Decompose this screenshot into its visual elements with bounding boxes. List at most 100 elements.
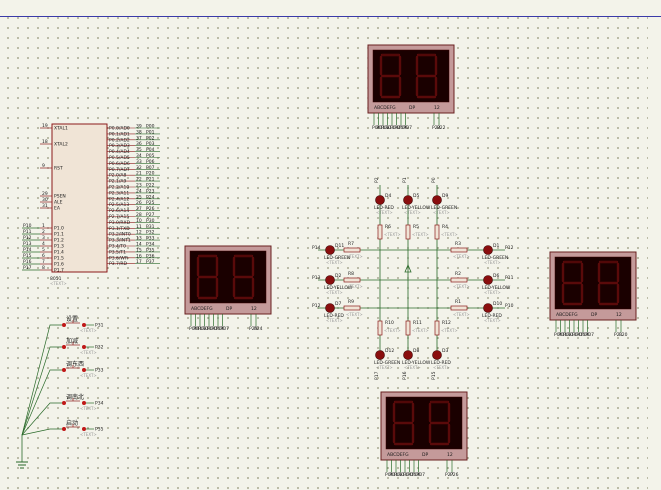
resistor-ref: R3 [455,241,461,247]
resistor[interactable]: R10<TEXT> [377,320,401,336]
mcu-left-pin-number: 8 [42,265,45,271]
mcu-left-pin-name: P1.1 [54,232,64,238]
mcu-right-net-label: P22 [146,183,155,189]
led-net-label: P0 [431,177,437,183]
mcu-right-pin-name: P3.0/RXD [109,220,131,226]
led-text-placeholder: <TEXT> [326,290,343,295]
mcu-right-pin-name: P2.1/A9 [109,179,126,185]
push-button[interactable]: 调东西<TEXT>P33 [21,360,104,436]
led-net-label: P17 [374,371,380,380]
display-pin-net-label: P05 [577,332,586,338]
display-dp-label: DP [422,452,428,458]
resistor-network[interactable]: R6<TEXT>R5<TEXT>R4<TEXT>R7<TEXT>R8<TEXT>… [343,224,470,336]
led-body [432,195,442,205]
mcu-left-pin-name: EA [54,206,61,212]
mcu-left-pin-name: P1.4 [54,250,64,256]
display-dp-label: DP [226,306,232,312]
mcu-right-pin-name: P0.7/AD7 [109,167,130,173]
button-net-label: P32 [95,345,104,351]
mcu-right-pin-name: P0.1/AD1 [109,131,130,137]
mcu-left-pin-number: 6 [42,253,45,259]
mcu-body[interactable] [51,123,108,273]
mcu-right-pin-number: 15 [136,247,142,253]
led-body [403,350,413,360]
display-pin-net-label: P05 [212,326,221,332]
resistor[interactable]: R1<TEXT> [450,299,470,317]
button-ground-wire [21,428,62,436]
resistor-body [450,305,468,311]
display-segment-label: ABCDEFG [556,312,578,318]
seven-segment-digit [428,400,451,446]
resistor[interactable]: R6<TEXT> [377,224,401,240]
mcu-left-pin-name: P1.5 [54,256,64,262]
button-group[interactable]: 设置<TEXT>P31加减<TEXT>P32调东西<TEXT>P33调南北<TE… [16,315,104,469]
mcu-right-pin-number: 27 [136,206,142,212]
resistor[interactable]: R5<TEXT> [405,224,429,240]
push-button[interactable]: 设置<TEXT>P31 [21,315,104,436]
resistor[interactable]: R12<TEXT> [434,320,458,336]
mcu-right-net-label: P31 [146,224,155,230]
button-label: 调东西 [66,360,84,368]
button-contact [62,401,66,405]
resistor-text-placeholder: <TEXT> [384,232,401,237]
resistor[interactable]: R11<TEXT> [405,320,429,336]
display-pin-net-label: P03 [203,326,212,332]
resistor-body [450,277,468,283]
resistor-ref: R8 [348,271,354,277]
resistor[interactable]: R8<TEXT> [343,271,363,289]
led-type: LED-GREEN [324,255,350,261]
mcu-right-pin-name: P2.0/A8 [109,173,126,179]
mcu-right-pin-number: 22 [136,177,142,183]
resistor-text-placeholder: <TEXT> [441,328,458,333]
mcu-left-net-label: P15 [23,253,32,259]
mcu-right-pin-name: P3.5/T1 [109,249,126,255]
display-pin-net-label: P07 [221,326,230,332]
mcu-right-net-label: P34 [146,242,155,248]
mcu-8051[interactable]: XTAL119XTAL218RST9PSEN29ALE30EA31P1.01P1… [22,123,160,286]
push-button[interactable]: 加减<TEXT>P32 [21,337,104,436]
push-button[interactable]: 启动<TEXT>P35 [21,419,104,437]
mcu-left-net-label: P11 [23,229,32,235]
led-net-label: P13 [312,275,321,281]
mcu-right-pin-number: 33 [136,159,142,165]
mcu-right-pin-number: 32 [136,165,142,171]
display-digit-label: 12 [447,452,453,458]
mcu-left-pin-name: P1.6 [54,262,64,268]
resistor[interactable]: R3<TEXT> [450,241,470,259]
resistor[interactable]: R9<TEXT> [343,299,363,317]
mcu-left-pin-name: P1.0 [54,226,64,232]
seven-segment-digit [561,260,584,306]
led-text-placeholder: <TEXT> [404,365,421,370]
resistor[interactable]: R2<TEXT> [450,271,470,289]
resistor[interactable]: R7<TEXT> [343,241,363,259]
display-pin-net-label: P00 [372,125,381,131]
resistor[interactable]: R4<TEXT> [434,224,458,240]
mcu-right-pin-number: 16 [136,253,142,259]
push-button[interactable]: 调南北<TEXT>P34 [21,393,104,436]
display-digit-net-label: P23 [432,125,441,131]
display-digit-net-label: P22 [437,125,446,131]
display-pin-net-label: P04 [403,472,412,478]
led-ref: D4 [385,193,391,199]
led-ref: D12 [385,348,394,354]
display-pin-net-label: P00 [385,472,394,478]
